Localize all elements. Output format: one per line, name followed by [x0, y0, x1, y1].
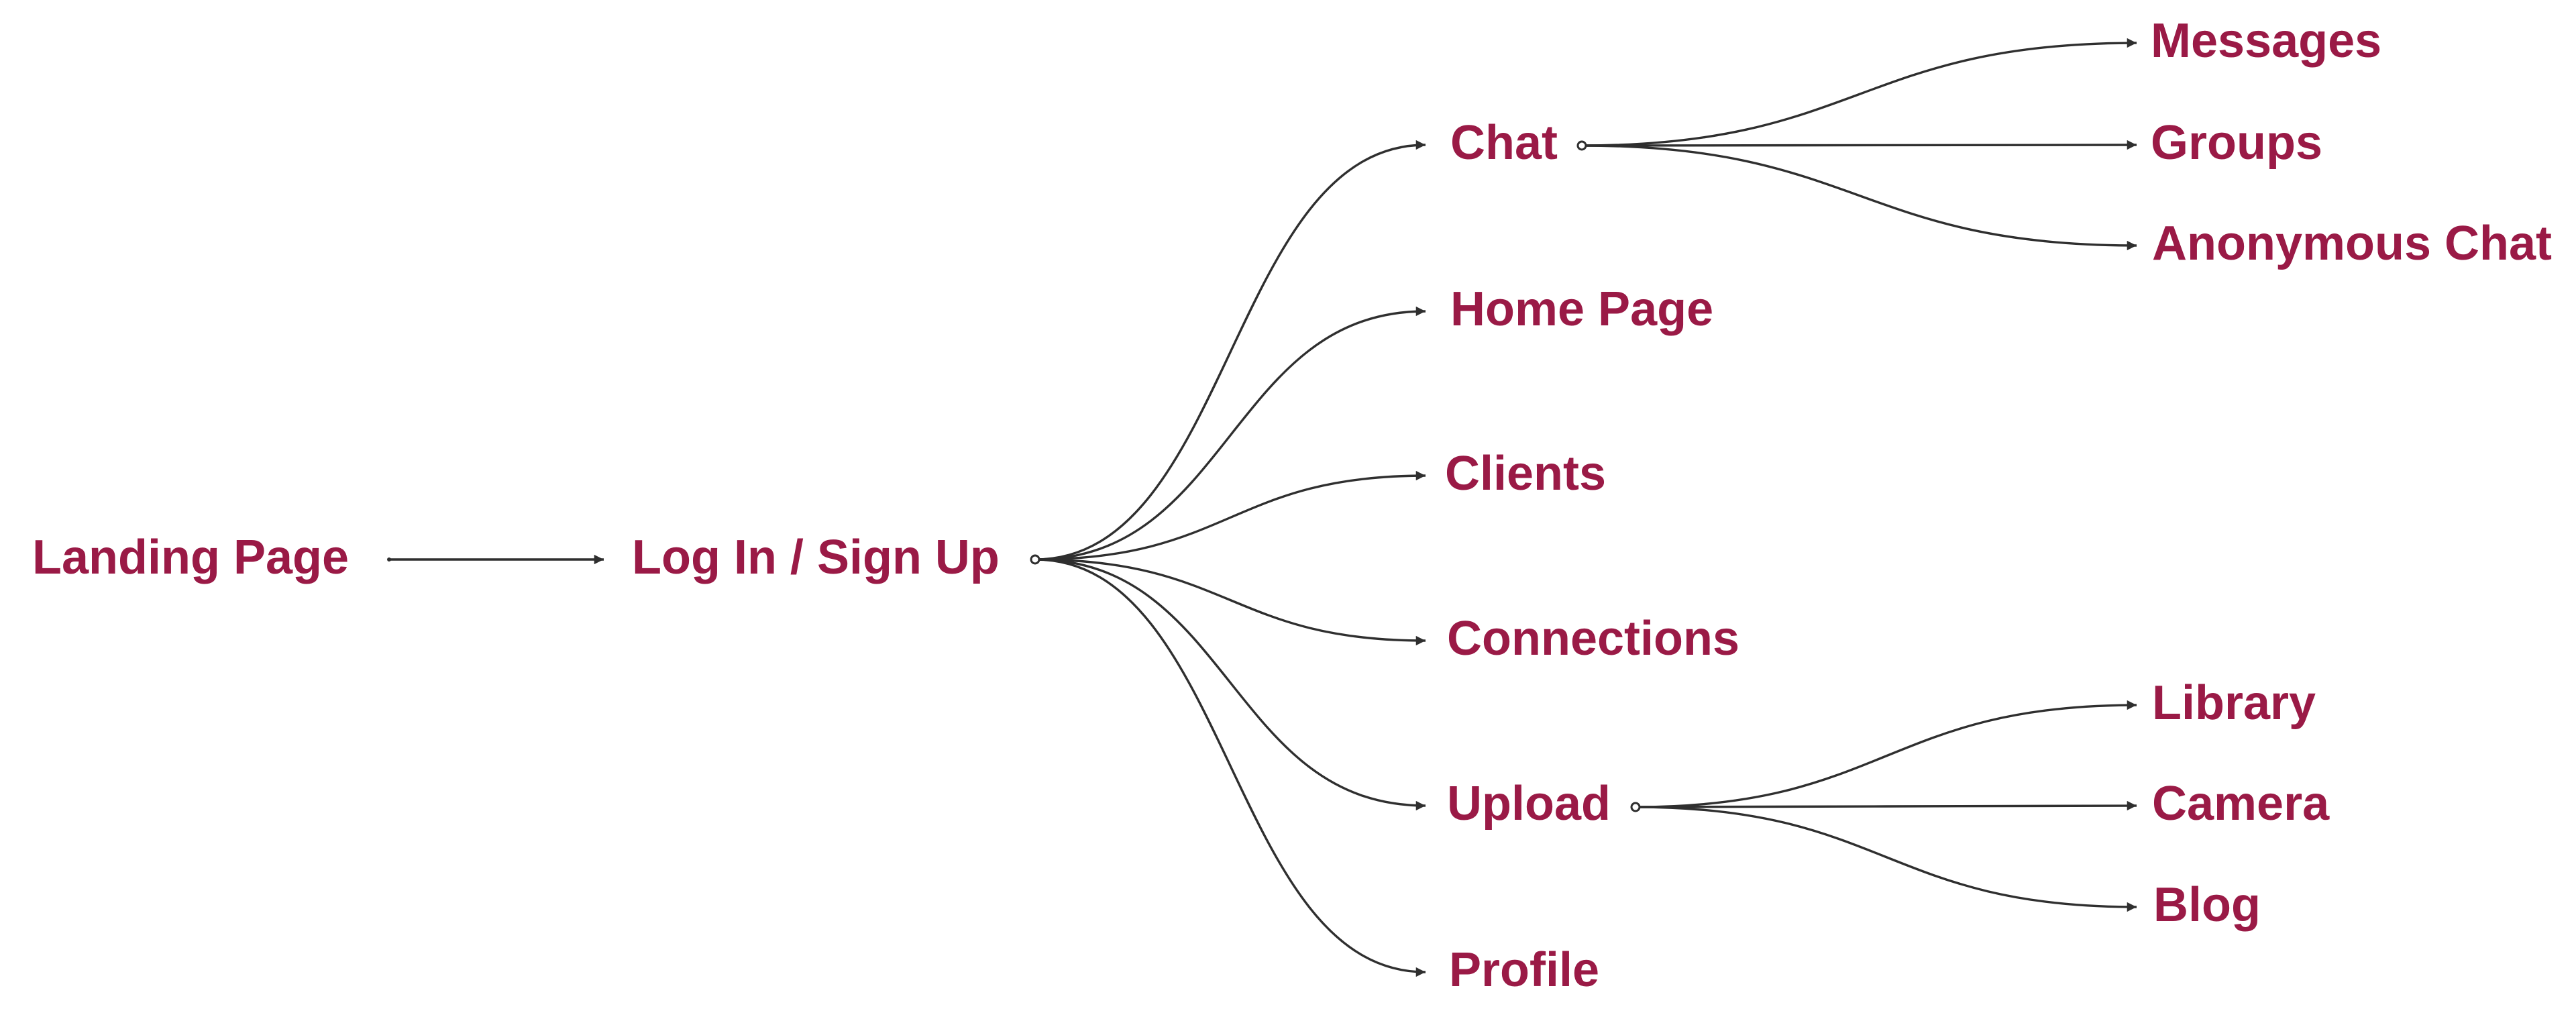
node-clients: Clients [1445, 447, 1606, 500]
edge-chat-to-anonymous [1581, 144, 2137, 251]
node-profile: Profile [1449, 943, 1599, 997]
branch-point-upload [1630, 802, 1641, 812]
node-connections: Connections [1447, 612, 1739, 665]
edge-login-to-clients [1034, 470, 1426, 561]
node-blog: Blog [2153, 878, 2261, 932]
node-groups: Groups [2151, 116, 2322, 170]
edge-login-to-upload [1034, 558, 1426, 811]
node-home-page: Home Page [1450, 282, 1713, 336]
edge-login-to-profile [1034, 558, 1426, 977]
node-upload: Upload [1447, 777, 1611, 831]
branch-point-chat [1576, 140, 1587, 151]
node-messages: Messages [2151, 14, 2381, 68]
edge-upload-to-blog [1635, 806, 2137, 912]
edge-login-to-chat [1034, 140, 1426, 561]
node-camera: Camera [2152, 777, 2330, 831]
node-log-in-sign-up: Log In / Sign Up [632, 531, 1000, 584]
edges-layer [387, 38, 2137, 977]
node-anonymous-chat: Anonymous Chat [2152, 217, 2552, 270]
edge-login-to-home [1034, 306, 1426, 561]
node-landing-page: Landing Page [32, 531, 349, 584]
edge-chat-to-messages [1581, 38, 2137, 147]
node-library: Library [2152, 676, 2316, 730]
branch-point-login [1030, 554, 1040, 565]
edge-upload-to-camera [1635, 800, 2137, 811]
edge-upload-to-library [1635, 700, 2137, 808]
nodes-layer: Landing Page Log In / Sign Up Chat Home … [32, 14, 2552, 997]
edge-chat-to-groups [1581, 140, 2137, 150]
node-chat: Chat [1450, 116, 1558, 170]
branch-points-layer [1030, 140, 1641, 812]
edge-login-to-connections [1034, 558, 1426, 646]
